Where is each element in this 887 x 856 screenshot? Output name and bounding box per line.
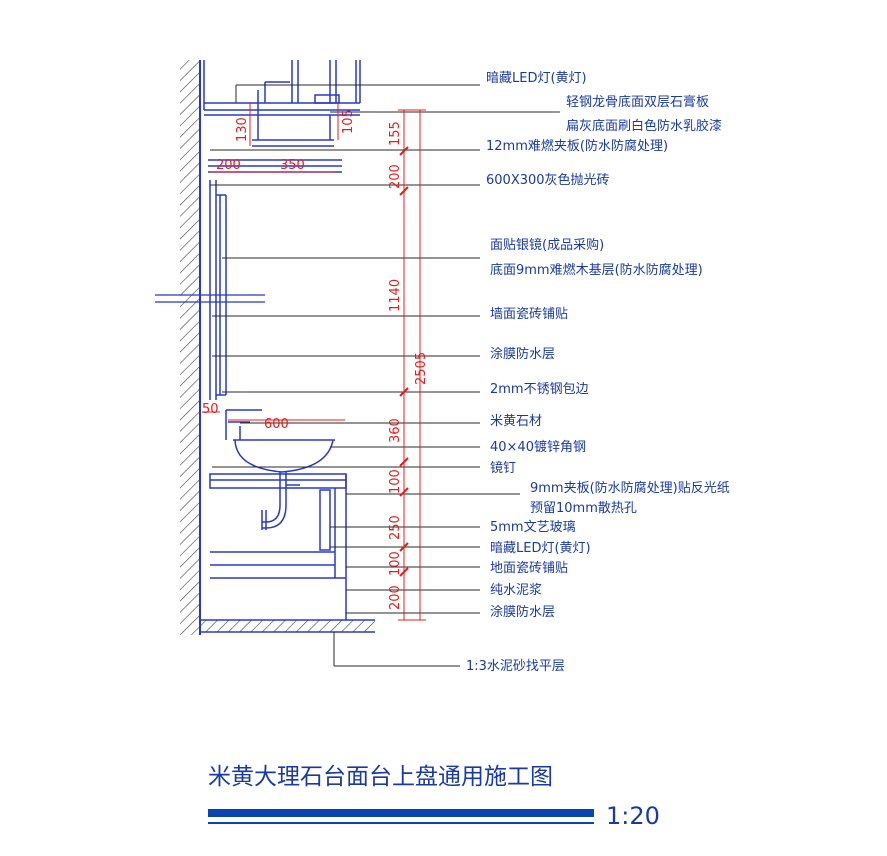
callout-led-bottom: 暗藏LED灯(黄灯) <box>490 541 591 556</box>
dim-250: 250 <box>388 515 403 540</box>
dim-50: 50 <box>202 402 219 417</box>
callout-marble: 米黄石材 <box>490 414 542 429</box>
callout-vent: 预留10mm散热孔 <box>530 501 637 516</box>
drawing-title: 米黄大理石台面台上盘通用施工图 <box>208 764 553 790</box>
callout-mirror-nail: 镜钉 <box>490 461 516 476</box>
dim-200-h: 200 <box>216 158 241 173</box>
dim-200: 200 <box>388 164 403 189</box>
callout-floor-tile: 600X300灰色抛光砖 <box>486 172 610 188</box>
callout-angle-steel: 40×40镀锌角钢 <box>490 439 586 455</box>
callout-mirror: 面贴银镜(成品采购) <box>490 237 604 253</box>
callout-wall-tile: 墙面瓷砖铺贴 <box>490 307 568 322</box>
callout-cement-slurry: 纯水泥浆 <box>490 583 542 598</box>
dim-155: 155 <box>388 121 403 146</box>
callout-plywood-9: 9mm夹板(防水防腐处理)贴反光纸 <box>530 480 730 496</box>
dim-200-bottom: 200 <box>388 585 403 610</box>
drawing-scale: 1:20 <box>606 802 660 830</box>
dimension-texts: 130 105 200 350 50 600 155 200 1140 360 … <box>202 109 429 610</box>
callout-paint: 扁灰底面刷白色防水乳胶漆 <box>566 118 722 134</box>
callout-wood-base: 底面9mm难燃木基层(防水防腐处理) <box>490 262 703 278</box>
callout-gypsum: 轻钢龙骨底面双层石膏板 <box>566 94 709 110</box>
dimension-lines <box>202 103 426 621</box>
dim-130: 130 <box>235 117 250 142</box>
dim-100-b: 100 <box>388 551 403 576</box>
callout-glass: 5mm文艺玻璃 <box>490 520 576 535</box>
callout-plywood-12: 12mm难燃夹板(防水防腐处理) <box>486 138 668 154</box>
counter-cabinet <box>209 409 347 620</box>
dim-1140: 1140 <box>388 279 403 312</box>
dim-100-a: 100 <box>388 469 403 494</box>
title-underline <box>208 809 594 817</box>
mirror-assembly <box>209 180 227 400</box>
dim-600: 600 <box>264 417 289 432</box>
ceiling-detail <box>203 60 361 173</box>
callout-led-top: 暗藏LED灯(黄灯) <box>486 71 587 86</box>
wall-pipe <box>155 294 265 303</box>
callout-waterproof: 涂膜防水层 <box>490 346 555 362</box>
dim-360: 360 <box>388 418 403 443</box>
callout-steel-edge: 2mm不锈钢包边 <box>490 382 589 397</box>
callout-waterproof-floor: 涂膜防水层 <box>490 604 555 620</box>
title-block: 米黄大理石台面台上盘通用施工图 1:20 <box>208 764 660 830</box>
dim-2505: 2505 <box>414 352 429 385</box>
dim-105: 105 <box>341 109 356 134</box>
dim-350: 350 <box>280 158 305 173</box>
callout-floor-tiling: 地面瓷砖铺贴 <box>490 561 568 576</box>
callout-texts: 暗藏LED灯(黄灯) 轻钢龙骨底面双层石膏板 扁灰底面刷白色防水乳胶漆 12mm… <box>466 71 730 674</box>
callout-screed: 1:3水泥砂找平层 <box>466 659 565 674</box>
